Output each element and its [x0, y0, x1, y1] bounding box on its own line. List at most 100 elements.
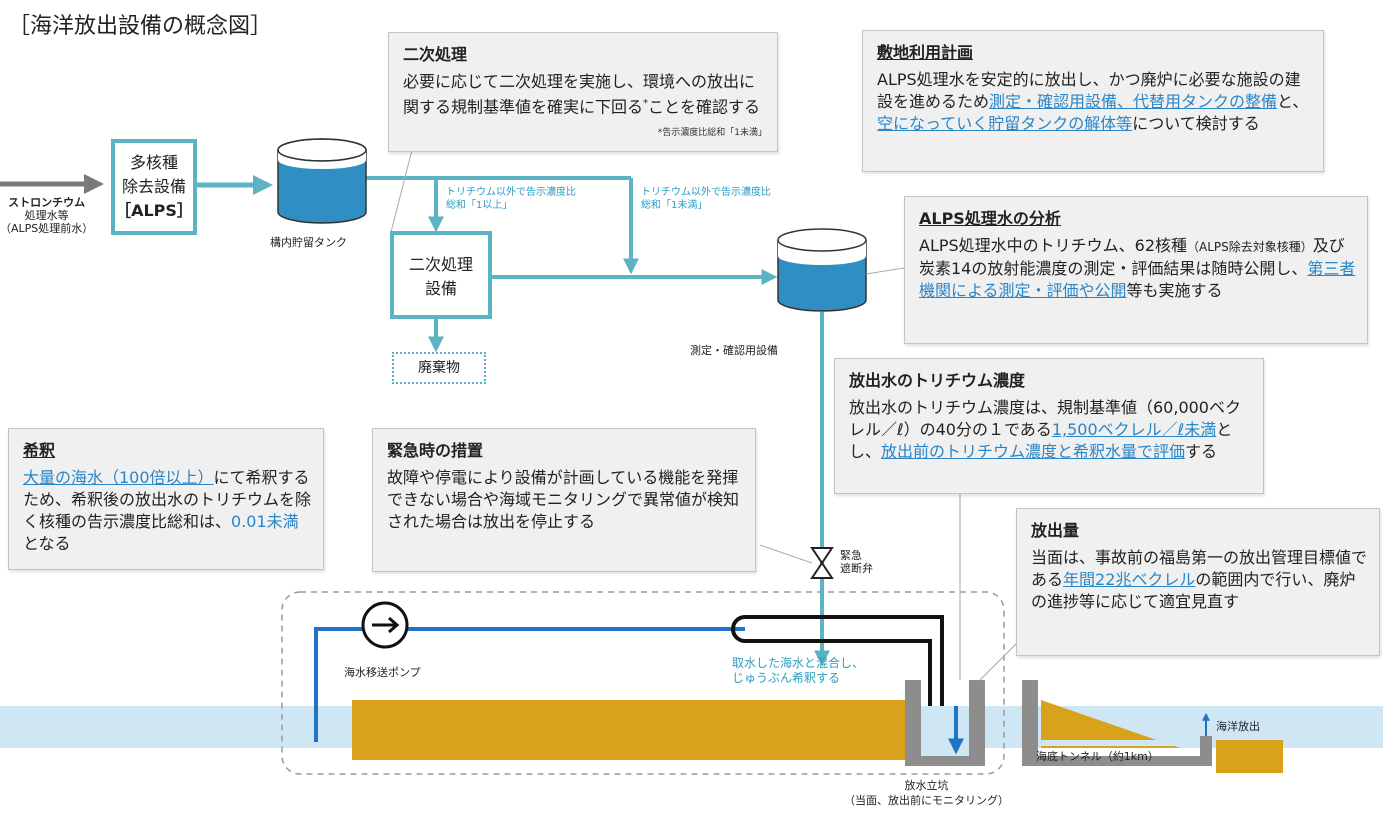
measurement-tank [777, 228, 867, 312]
pump-icon [361, 601, 409, 649]
analysis-t1: ALPS処理水中のトリチウム、62核種 [919, 236, 1188, 255]
release-t2: の範囲内で行い、廃炉の進捗等に応じて適宜見直す [1031, 570, 1356, 611]
alps-line3: ［ALPS］ [115, 201, 193, 220]
callout-tritium-text: 放出水のトリチウム濃度は、規制基準値（60,000ベクレル／ℓ）の40分の１であ… [849, 397, 1253, 463]
analysis-t3: 等も実施する [1126, 281, 1223, 300]
page-title: ［海洋放出設備の概念図］ [8, 14, 273, 39]
shaft-label-2: （当面、放出前にモニタリング） [844, 794, 1009, 807]
facility-enclosure [281, 591, 1005, 775]
route-lt1-line1: トリチウム以外で告示濃度比 [641, 187, 771, 198]
land-use-t3: について検討する [1132, 114, 1260, 133]
dilution-t2: となる [23, 534, 71, 553]
pump-label: 海水移送ポンプ [344, 666, 421, 679]
inflow-label: ストロンチウム 処理水等 （ALPS処理前水） [0, 196, 93, 235]
secondary-treatment-equipment: 二次処理 設備 [390, 231, 492, 319]
valve-label: 緊急 遮断弁 [840, 549, 873, 575]
connector-emergency [759, 544, 813, 564]
secondary-equip-line1: 二次処理 [408, 255, 473, 274]
valve-label-2: 遮断弁 [840, 562, 873, 575]
callout-dilution-text: 大量の海水（100倍以上）にて希釈するため、希釈後の放出水のトリチウムを除く核種… [23, 467, 313, 555]
analysis-t1s: （ALPS除去対象核種） [1187, 240, 1313, 254]
secondary-mark: * [643, 98, 649, 109]
callout-emergency-title: 緊急時の措置 [387, 441, 484, 460]
inflow-label-2: 処理水等 [24, 209, 69, 222]
alps-equipment: 多核種 除去設備 ［ALPS］ [111, 139, 197, 235]
secondary-text-a: 必要に応じて二次処理を実施し、環境への放出に関する規制基準値を確実に下回る [403, 72, 756, 117]
storage-tank [277, 138, 367, 224]
callout-tritium: 放出水のトリチウム濃度 放出水のトリチウム濃度は、規制基準値（60,000ベクレ… [834, 358, 1264, 494]
seabed-right [1216, 740, 1283, 773]
dilution-link1[interactable]: 大量の海水（100倍以上） [23, 468, 214, 487]
connector-release [979, 639, 1021, 681]
release-link1[interactable]: 年間22兆ベクレル [1063, 570, 1196, 589]
mix-label-1: 取水した海水と混合し、 [732, 656, 865, 670]
mix-label: 取水した海水と混合し、 じゅうぶん希釈する [732, 656, 864, 686]
callout-analysis-text: ALPS処理水中のトリチウム、62核種（ALPS除去対象核種）及び炭素14の放射… [919, 235, 1357, 302]
emergency-valve-icon [810, 547, 834, 579]
route-lt1-label: トリチウム以外で告示濃度比 総和「1未満」 [641, 186, 771, 212]
ground-land [352, 700, 905, 760]
shaft-label-1: 放水立坑 [904, 779, 949, 792]
analysis-link1[interactable]: 第三者機関による測定・評価や公開 [919, 259, 1356, 300]
callout-dilution: 希釈 大量の海水（100倍以上）にて希釈するため、希釈後の放出水のトリチウムを除… [8, 428, 324, 570]
measure-facility-label: 測定・確認用設備 [690, 344, 778, 357]
secondary-text-b: ことを確認する [648, 97, 761, 117]
ground-slope [1041, 700, 1180, 748]
callout-secondary-text: 必要に応じて二次処理を実施し、環境への放出に関する規制基準値を確実に下回る*こと… [403, 71, 767, 138]
valve-label-1: 緊急 [840, 549, 862, 562]
connector-analysis [865, 267, 905, 275]
tritium-t2: とし、 [849, 420, 1233, 461]
callout-tritium-title: 放出水のトリチウム濃度 [849, 371, 1026, 390]
callout-release-amount: 放出量 当面は、事故前の福島第一の放出管理目標値である年間22兆ベクレルの範囲内… [1016, 508, 1380, 656]
tunnel-label: 海底トンネル（約1km） [1036, 750, 1159, 763]
callout-emergency-text: 故障や停電により設備が計画している機能を発揮できない場合や海域モニタリングで異常… [387, 468, 740, 531]
release-t1: 当面は、事故前の福島第一の放出管理目標値である [1031, 548, 1368, 589]
land-use-link1[interactable]: 測定・確認用設備、代替用タンクの整備 [989, 92, 1278, 111]
tunnel-wall-a [1022, 680, 1038, 766]
shaft-wall-right [969, 680, 985, 764]
route-ge1-line1: トリチウム以外で告示濃度比 [446, 187, 576, 198]
tunnel-top [1038, 740, 1198, 746]
shaft-wall-left [905, 680, 921, 764]
tritium-link2[interactable]: 放出前のトリチウム濃度と希釈水量で評価 [881, 442, 1186, 461]
seawater-pipe [314, 627, 745, 742]
analysis-t2: 及び炭素14の放射能濃度の測定・評価結果は随時公開し、 [919, 236, 1345, 278]
mix-label-2: じゅうぶん希釈する [732, 671, 841, 685]
land-use-link2[interactable]: 空になっていく貯留タンクの解体等 [877, 114, 1133, 133]
inflow-label-1: ストロンチウム [8, 196, 86, 209]
route-lt1-line2: 総和「1未満」 [641, 200, 708, 211]
inflow-label-3: （ALPS処理前水） [0, 222, 94, 235]
route-ge1-line2: 総和「1以上」 [446, 200, 513, 211]
callout-land-use: 敷地利用計画 ALPS処理水を安定的に放出し、かつ廃炉に必要な施設の建設を進める… [862, 30, 1324, 172]
callout-release-title: 放出量 [1031, 521, 1080, 540]
storage-tank-label: 構内貯留タンク [270, 236, 347, 249]
land-use-t1: ALPS処理水を安定的に放出し、かつ廃炉に必要な施設の建設を進めるため [877, 70, 1301, 111]
callout-secondary-title: 二次処理 [403, 45, 468, 64]
callout-land-use-title: 敷地利用計画 [877, 43, 974, 62]
alps-line1: 多核種 [129, 153, 178, 172]
callout-land-use-text: ALPS処理水を安定的に放出し、かつ廃炉に必要な施設の建設を進めるため測定・確認… [877, 69, 1313, 135]
dilution-b1: 0.01未満 [231, 512, 299, 531]
shaft-label: 放水立坑 （当面、放出前にモニタリング） [844, 778, 1009, 808]
secondary-equip-line2: 設備 [424, 279, 457, 298]
waste-box: 廃棄物 [392, 352, 486, 384]
callout-release-text: 当面は、事故前の福島第一の放出管理目標値である年間22兆ベクレルの範囲内で行い、… [1031, 547, 1369, 613]
connector-secondary [389, 149, 413, 237]
tritium-t1: 放出水のトリチウム濃度は、規制基準値（60,000ベクレル／ℓ）の40分の１であ… [849, 398, 1241, 439]
dilution-t1: にて希釈するため、希釈後の放出水のトリチウムを除く核種の告示濃度比総和は、 [23, 468, 312, 531]
callout-secondary-treatment: 二次処理 必要に応じて二次処理を実施し、環境への放出に関する規制基準値を確実に下… [388, 32, 778, 152]
tritium-link1[interactable]: 1,500ベクレル／ℓ未満 [1051, 420, 1217, 439]
shaft-floor [905, 756, 985, 766]
callout-alps-analysis: ALPS処理水の分析 ALPS処理水中のトリチウム、62核種（ALPS除去対象核… [904, 196, 1368, 344]
tunnel-bottom [1022, 756, 1212, 766]
ocean-release-label: 海洋放出 [1216, 720, 1260, 733]
callout-analysis-title: ALPS処理水の分析 [919, 209, 1061, 228]
route-ge1-label: トリチウム以外で告示濃度比 総和「1以上」 [446, 186, 576, 212]
alps-line2: 除去設備 [121, 177, 186, 196]
land-use-t2: と、 [1277, 92, 1309, 111]
tunnel-end [1200, 736, 1212, 766]
callout-emergency: 緊急時の措置 故障や停電により設備が計画している機能を発揮できない場合や海域モニ… [372, 428, 756, 572]
callout-dilution-title: 希釈 [23, 441, 56, 460]
secondary-note: *告示濃度比総和「1未満」 [657, 128, 767, 139]
